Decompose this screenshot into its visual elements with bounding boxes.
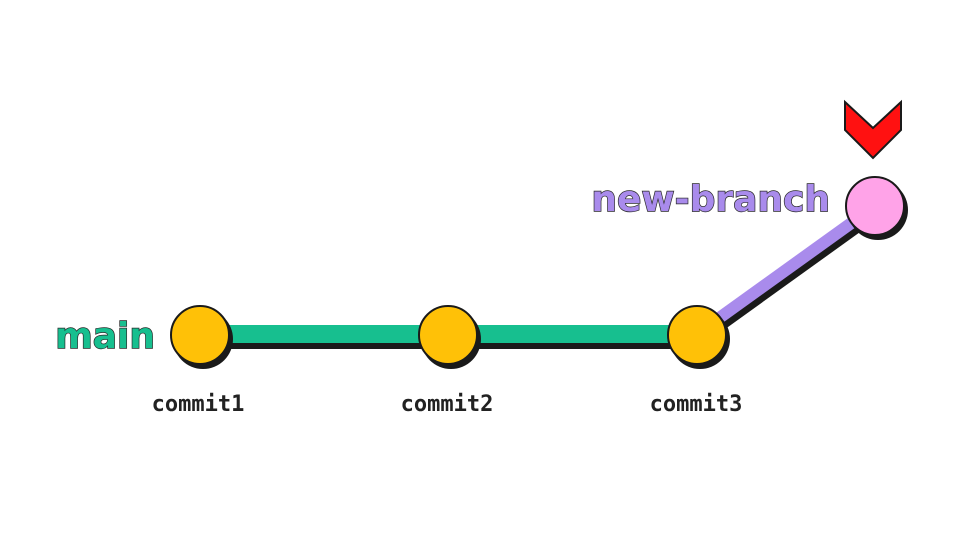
commit-label-1: commit1 xyxy=(152,392,245,417)
commit-label-2: commit2 xyxy=(401,392,494,417)
new-branch-label: new-branch xyxy=(591,179,830,220)
new-branch-line xyxy=(693,201,879,339)
chevron-down-icon xyxy=(844,99,902,160)
commit-node-2[interactable] xyxy=(418,305,481,369)
main-branch-label: main xyxy=(55,316,155,357)
commit-node-1[interactable] xyxy=(170,305,233,369)
commit-node-3[interactable] xyxy=(667,305,730,369)
commit-label-3: commit3 xyxy=(650,392,743,417)
new-branch-tip-commit[interactable] xyxy=(845,176,908,240)
